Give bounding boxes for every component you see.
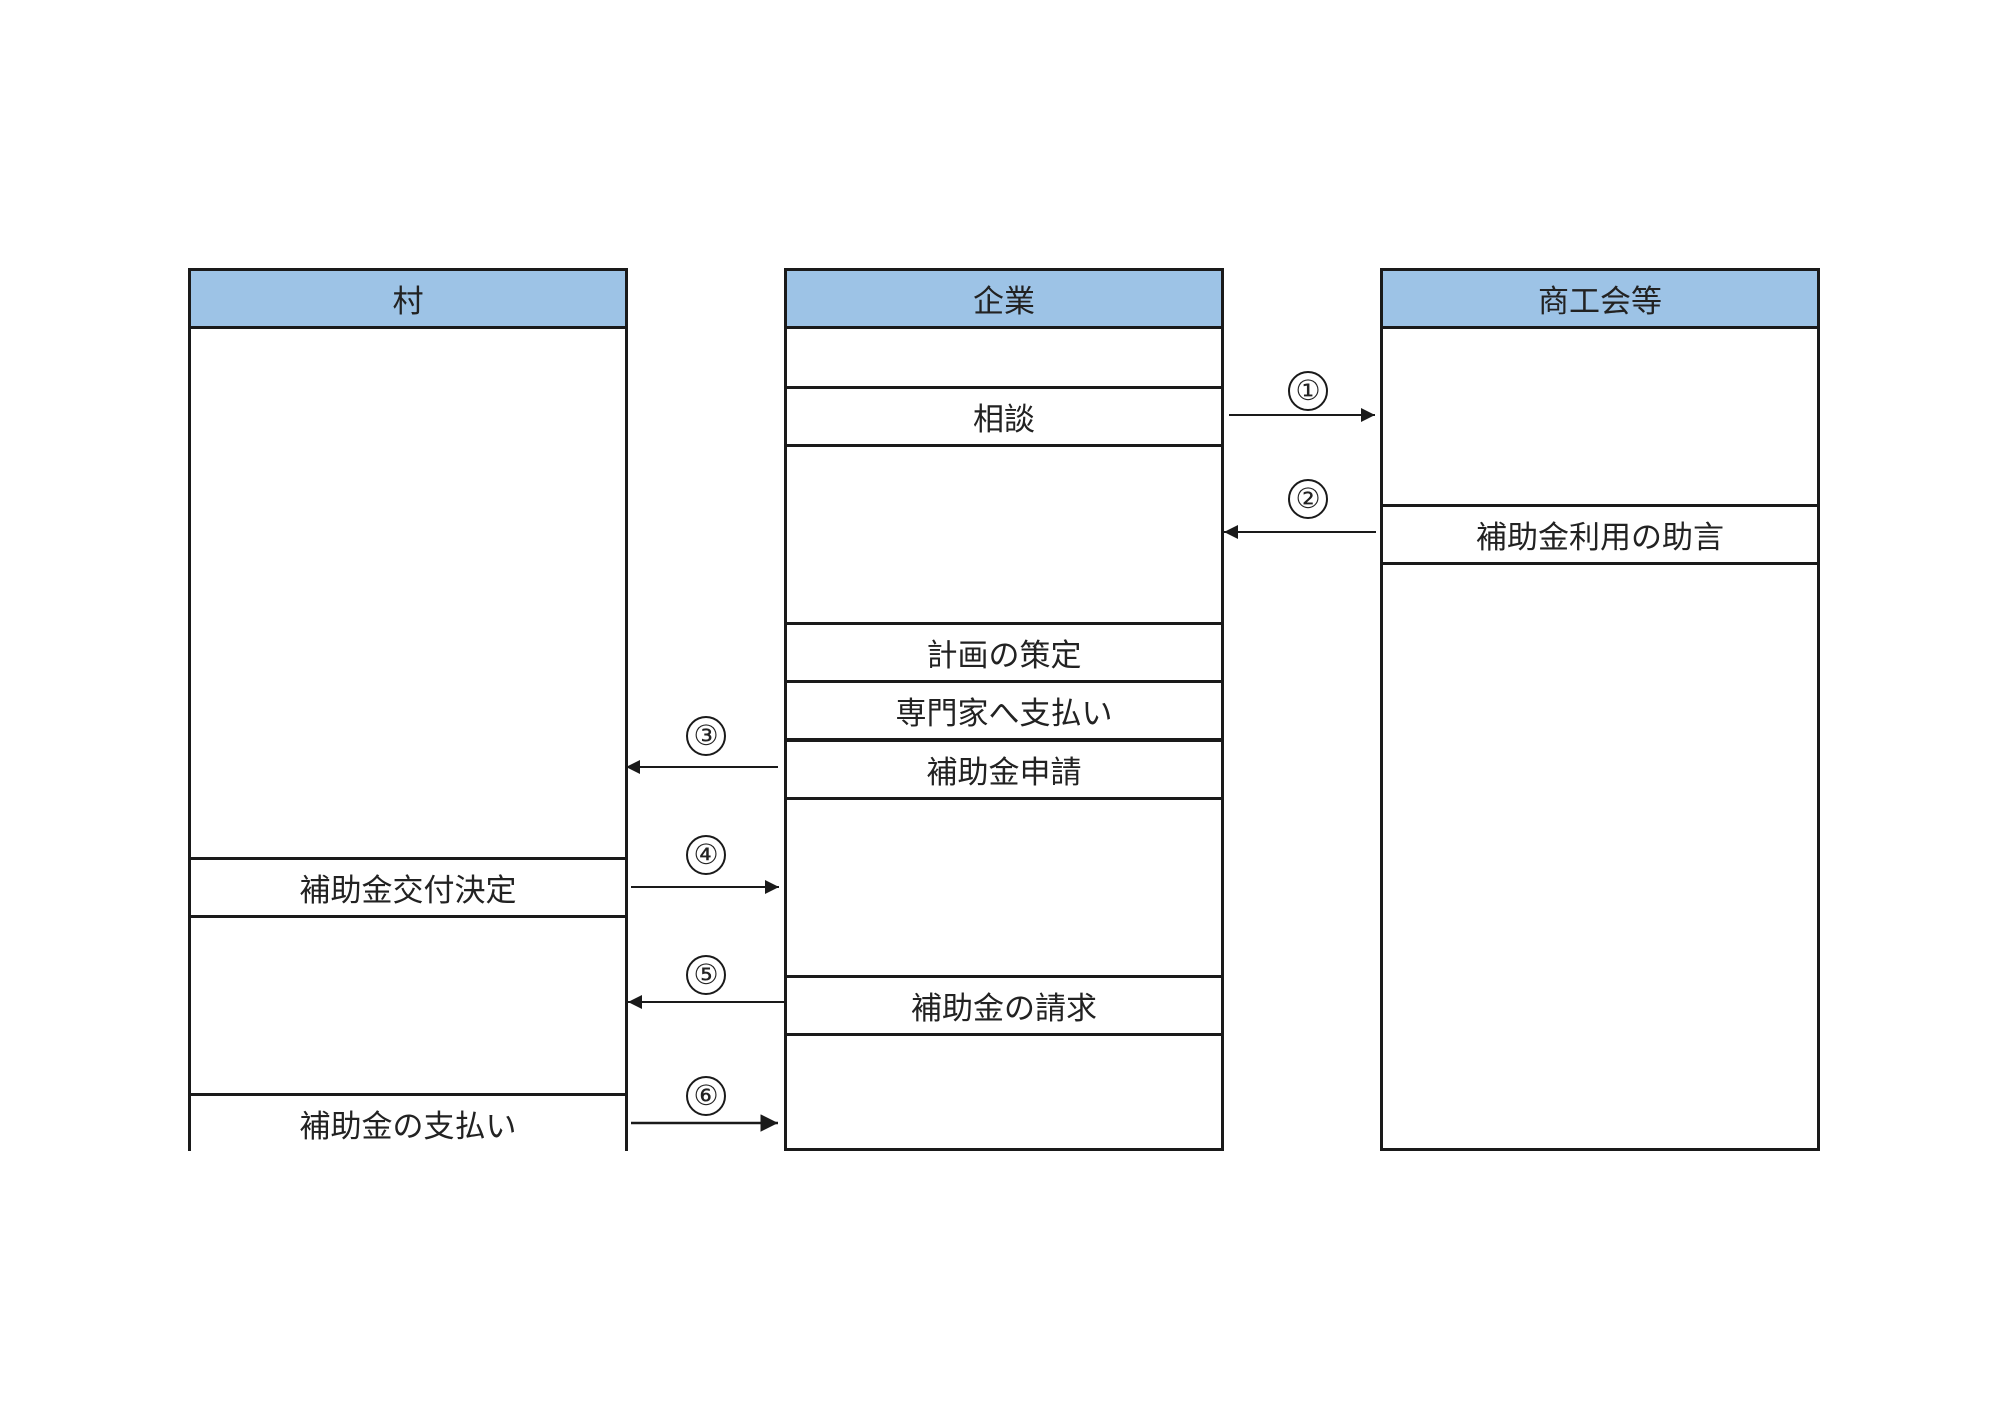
step-grant-decision-label: 補助金交付決定 — [299, 873, 517, 909]
step-plan-label: 計画の策定 — [926, 638, 1082, 674]
arrow-2-number: ② — [1288, 479, 1328, 519]
lane-company: 企業 相談 計画の策定 専門家へ支払い 補助金申請 補助金の請求 — [784, 268, 1224, 1151]
step-grant-decision: 補助金交付決定 — [191, 857, 625, 918]
step-advice-label: 補助金利用の助言 — [1476, 520, 1724, 556]
arrow-4-number: ④ — [686, 835, 726, 875]
arrow-6-number: ⑥ — [686, 1076, 726, 1116]
step-claim-label: 補助金の請求 — [911, 991, 1097, 1027]
lane-village-title: 村 — [392, 284, 424, 320]
arrow-3-number: ③ — [686, 716, 726, 756]
step-consult-label: 相談 — [973, 402, 1035, 438]
step-apply-label: 補助金申請 — [926, 755, 1082, 791]
lane-company-title: 企業 — [973, 284, 1035, 320]
arrow-1-number: ① — [1288, 371, 1328, 411]
step-advice: 補助金利用の助言 — [1383, 504, 1817, 565]
lane-chamber: 商工会等 補助金利用の助言 — [1380, 268, 1820, 1151]
step-apply: 補助金申請 — [787, 739, 1221, 800]
lane-chamber-title: 商工会等 — [1538, 284, 1662, 320]
lane-chamber-header: 商工会等 — [1383, 271, 1817, 329]
step-grant-payment: 補助金の支払い — [191, 1093, 625, 1151]
step-pay-expert: 専門家へ支払い — [787, 680, 1221, 741]
step-claim: 補助金の請求 — [787, 975, 1221, 1036]
arrow-5-number: ⑤ — [686, 955, 726, 995]
step-grant-payment-label: 補助金の支払い — [299, 1109, 517, 1145]
step-pay-expert-label: 専門家へ支払い — [895, 696, 1113, 732]
lane-village-header: 村 — [191, 271, 625, 329]
lane-company-header: 企業 — [787, 271, 1221, 329]
step-consult: 相談 — [787, 386, 1221, 447]
lane-village: 村 補助金交付決定 補助金の支払い — [188, 268, 628, 1151]
